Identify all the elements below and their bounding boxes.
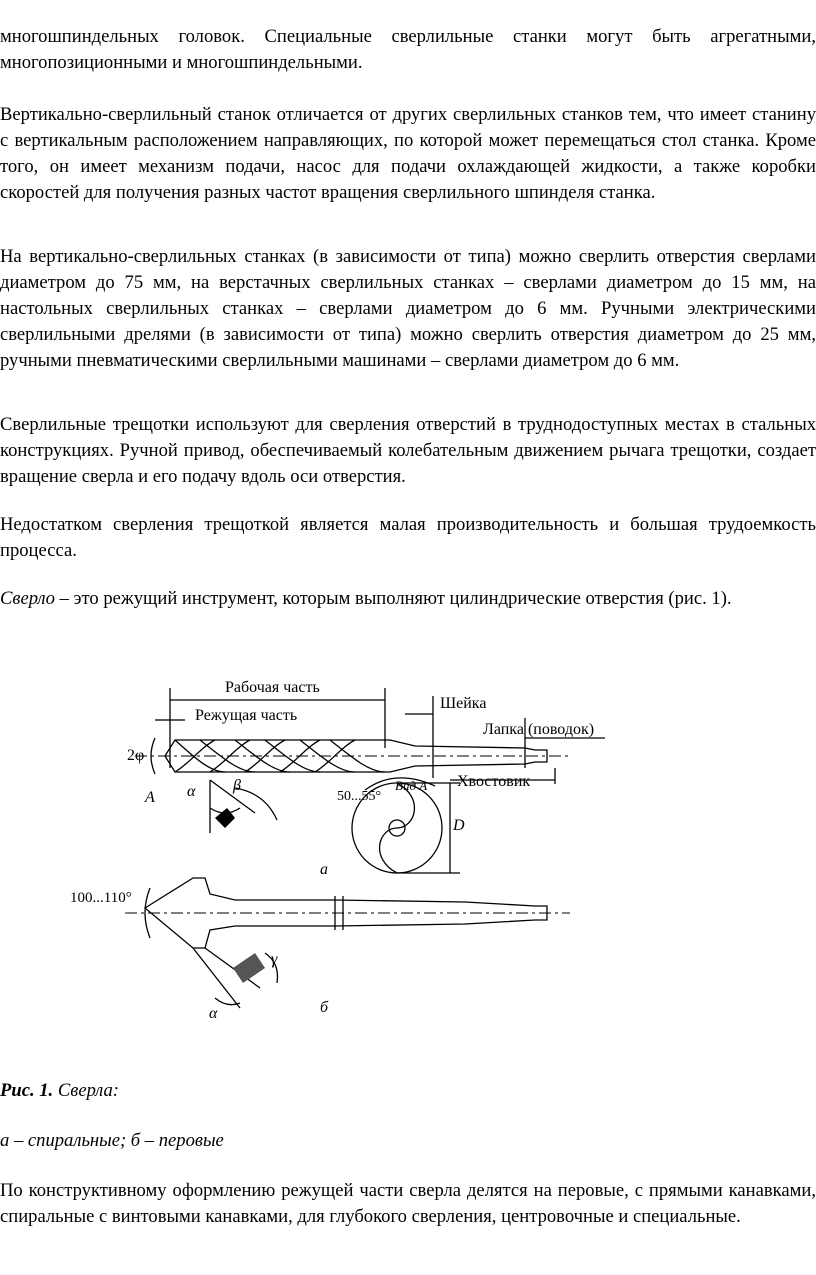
label-working-part: Рабочая часть: [225, 679, 320, 696]
drill-figure: Рабочая часть Режущая часть Шейка Лапка …: [70, 679, 605, 1022]
label-two-phi: 2φ: [127, 747, 144, 764]
label-neck: Шейка: [440, 695, 486, 712]
paragraph-ratchets: Сверлильные трещотки используют для свер…: [0, 414, 816, 487]
paragraph-intro: многошпиндельных головок. Специальные св…: [0, 26, 816, 73]
label-diameter: D: [452, 817, 465, 834]
label-alpha-b: α: [209, 1005, 218, 1022]
label-gamma: γ: [271, 951, 278, 968]
definition-text: – это режущий инструмент, которым выполн…: [54, 588, 732, 609]
paragraph-drill-types: По конструктивному оформлению режущей ча…: [0, 1180, 816, 1227]
paragraph-drill-diameters: На вертикально-сверлильных станках (в за…: [0, 246, 816, 371]
figure-subcaption: а – спиральные; б – перовые: [0, 1130, 224, 1151]
caption-title: Сверла:: [57, 1080, 119, 1101]
spiral-drill-body: [164, 739, 548, 773]
paragraph-drill-definition: Сверло – это режущий инструмент, которым…: [0, 586, 816, 612]
label-angle-range: 50...55°: [337, 789, 381, 804]
label-cutting-part: Режущая часть: [195, 707, 297, 724]
label-point-angle: 100...110°: [70, 890, 132, 906]
label-view: Вид A: [395, 778, 427, 793]
label-sub-b: б: [320, 999, 329, 1016]
caption-number: Рис. 1.: [0, 1080, 54, 1101]
label-beta: β: [232, 777, 241, 794]
label-shank: Хвостовик: [457, 773, 530, 790]
paragraph-ratchet-drawback: Недостатком сверления трещоткой является…: [0, 514, 816, 561]
label-tang: Лапка (поводок): [483, 721, 594, 738]
paragraph-vertical-drill: Вертикально-сверлильный станок отличаетс…: [0, 104, 816, 203]
term-drill: Сверло: [0, 588, 55, 609]
label-alpha: α: [187, 783, 196, 800]
label-sub-a: а: [320, 861, 328, 878]
label-view-a: A: [144, 789, 155, 806]
figure-caption: Рис. 1. Сверла:: [0, 1078, 119, 1104]
